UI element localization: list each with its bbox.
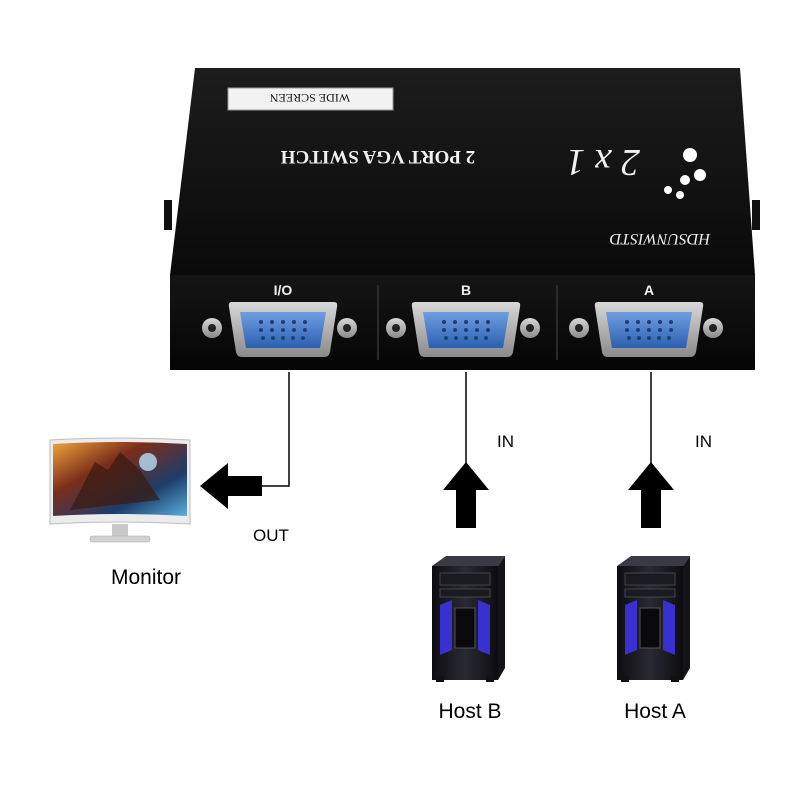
vga-pin: [453, 320, 457, 324]
out-line: [262, 372, 290, 487]
port-label-io: I/O: [274, 282, 293, 298]
out-label: OUT: [253, 526, 289, 545]
vga-pin: [658, 328, 662, 332]
monitor-icon: [49, 437, 191, 543]
vga-pin: [259, 328, 263, 332]
ratio-text: 2 x 1: [566, 141, 640, 183]
vga-pin: [636, 328, 640, 332]
vga-pin: [669, 320, 673, 324]
wide-screen-plate: [227, 87, 394, 111]
vga-pin: [474, 336, 478, 340]
vga-pin: [454, 336, 458, 340]
device-side-tab-right: [752, 200, 760, 230]
vga-pin: [475, 328, 479, 332]
vga-pin: [464, 320, 468, 324]
vga-pin: [647, 336, 651, 340]
brand-text: HDSUNWISTD: [609, 230, 711, 247]
vga-pin: [442, 320, 446, 324]
vga-pin: [625, 320, 629, 324]
vga-pin: [669, 328, 673, 332]
vga-pin: [486, 328, 490, 332]
wide-screen-text: WIDE SCREEN: [270, 91, 351, 105]
vga-pin: [259, 320, 263, 324]
vga-pin: [625, 328, 629, 332]
vga-pin: [261, 336, 265, 340]
vga-pin: [271, 336, 275, 340]
vga-pins: [259, 320, 673, 340]
vga-pin: [292, 320, 296, 324]
vga-pin: [464, 336, 468, 340]
monitor-label: Monitor: [111, 566, 181, 589]
vga-pin: [270, 320, 274, 324]
vga-pin: [303, 328, 307, 332]
host-a-case-icon: [617, 556, 690, 682]
arrow-up-icon-host-b: [443, 462, 489, 528]
vga-pin: [301, 336, 305, 340]
vga-pin: [281, 328, 285, 332]
vga-pin: [270, 328, 274, 332]
vga-pin: [281, 336, 285, 340]
vga-pin: [281, 320, 285, 324]
vga-pin: [303, 320, 307, 324]
vga-pin: [647, 320, 651, 324]
decor-dots: [664, 148, 706, 199]
connection-lines: [262, 372, 652, 487]
host-b-case-icon: [432, 556, 505, 682]
vga-switch-device: WIDE SCREEN 2 PORT VGA SWITCH 2 x 1 HDSU…: [164, 68, 760, 370]
device-side-tab-left: [164, 200, 172, 230]
host-b-label: Host B: [438, 700, 501, 723]
vga-pin: [291, 336, 295, 340]
vga-pin: [658, 320, 662, 324]
vga-pin: [627, 336, 631, 340]
arrow-up-icon-host-a: [628, 462, 674, 528]
vga-pin: [453, 328, 457, 332]
vga-pin: [667, 336, 671, 340]
device-top: [170, 68, 755, 275]
arrow-left-icon: [200, 463, 262, 509]
vga-pin: [464, 328, 468, 332]
vga-pin: [292, 328, 296, 332]
port-label-b: B: [461, 282, 471, 298]
vga-pin: [484, 336, 488, 340]
vga-pin: [486, 320, 490, 324]
model-text: 2 PORT VGA SWITCH: [281, 146, 476, 167]
host-a-label: Host A: [624, 700, 686, 723]
in-label-a: IN: [695, 432, 712, 451]
vga-pin: [442, 328, 446, 332]
vga-pin: [647, 328, 651, 332]
vga-pin: [637, 336, 641, 340]
port-label-a: A: [644, 282, 654, 298]
vga-pin: [475, 320, 479, 324]
vga-pin: [657, 336, 661, 340]
in-label-b: IN: [497, 432, 514, 451]
vga-pin: [636, 320, 640, 324]
vga-pin: [444, 336, 448, 340]
